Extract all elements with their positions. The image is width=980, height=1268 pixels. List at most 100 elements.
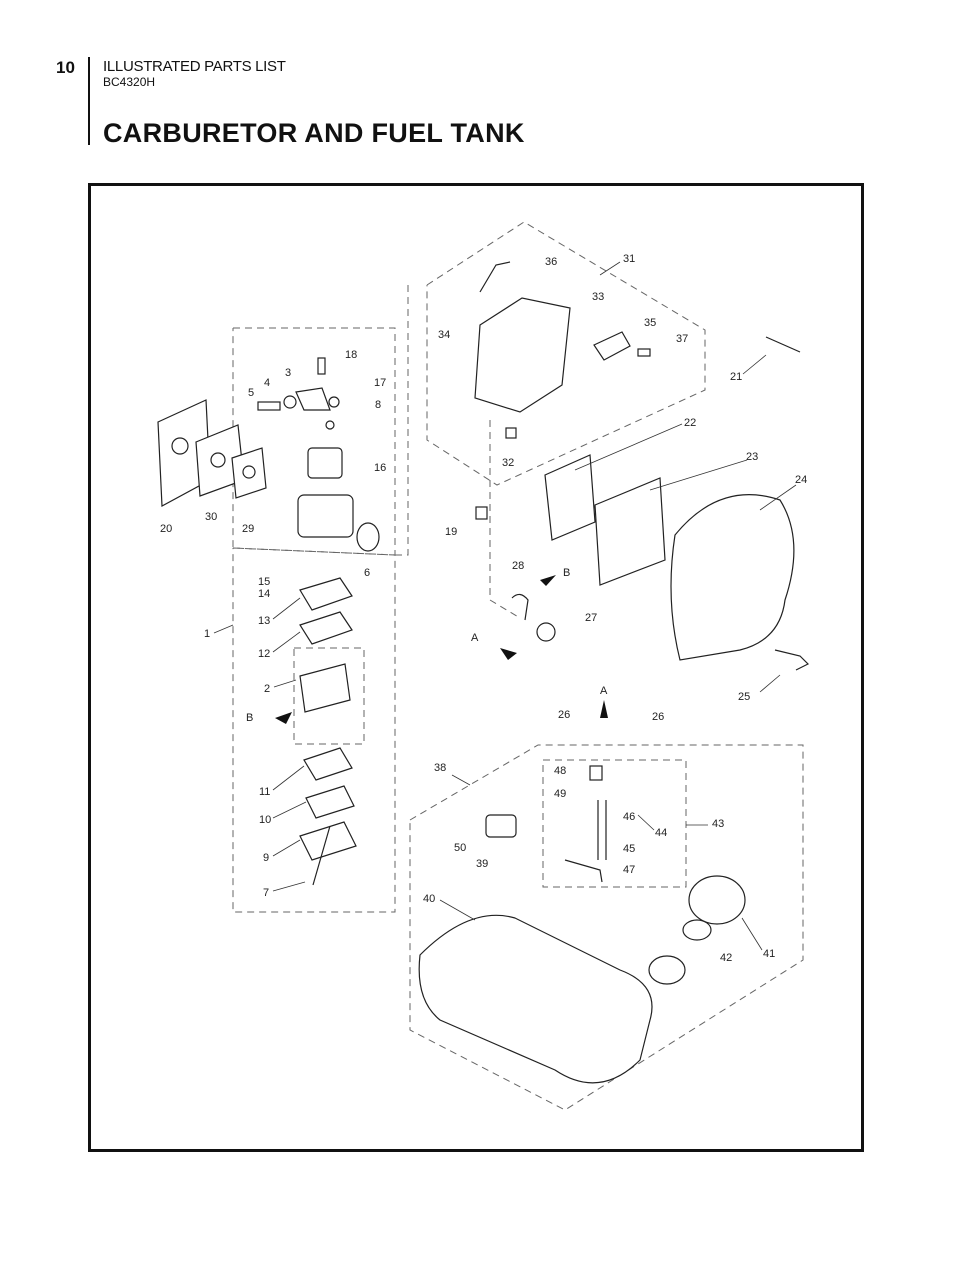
- callout-24: 24: [795, 474, 807, 486]
- collar-17: [328, 396, 340, 408]
- insulator-block-hole: [210, 452, 226, 468]
- diagram-frame: [88, 183, 864, 1152]
- air-cleaner-case-33: [474, 297, 571, 413]
- hose-28: [511, 593, 529, 621]
- callout-2: 2: [264, 683, 270, 695]
- callout-b: B: [563, 567, 570, 579]
- callout-50: 50: [454, 842, 466, 854]
- section-title: CARBURETOR AND FUEL TANK: [103, 118, 525, 148]
- callout-46: 46: [623, 811, 635, 823]
- callout-48: 48: [554, 765, 566, 777]
- bolt-21: [765, 336, 801, 353]
- leader-24: [759, 484, 797, 511]
- screw-37: [637, 348, 651, 357]
- carburetor-gasket-hole: [242, 465, 256, 479]
- lever-36: [479, 261, 511, 293]
- callout-16: 16: [374, 462, 386, 474]
- callout-4: 4: [264, 377, 270, 389]
- callout-33: 33: [592, 291, 604, 303]
- callout-5: 5: [248, 387, 254, 399]
- callout-45: 45: [623, 843, 635, 855]
- primer-27: [536, 622, 556, 642]
- bracket-35: [593, 331, 631, 361]
- leader-25: [759, 674, 781, 693]
- pump-cover-9: [299, 821, 357, 861]
- air-cleaner-cover-24: [670, 494, 795, 661]
- throttle-assembly: [307, 447, 343, 479]
- screw-18: [317, 357, 326, 375]
- callout-32: 32: [502, 457, 514, 469]
- leader-12: [272, 631, 301, 653]
- callout-41: 41: [763, 948, 775, 960]
- callout-25: 25: [738, 691, 750, 703]
- fuel-cap-41: [688, 875, 746, 925]
- callout-12: 12: [258, 648, 270, 660]
- lever-3: [295, 387, 331, 411]
- arrow-b-upper: [540, 575, 556, 586]
- leader-7: [272, 881, 306, 892]
- callout-42: 42: [720, 952, 732, 964]
- callout-27: 27: [585, 612, 597, 624]
- leader-44: [637, 814, 655, 831]
- carburetor-body-box: [293, 647, 365, 745]
- callout-38: 38: [434, 762, 446, 774]
- callout-10: 10: [259, 814, 271, 826]
- callout-47: 47: [623, 864, 635, 876]
- arrow-a-lower: [500, 648, 517, 660]
- callout-17: 17: [374, 377, 386, 389]
- callout-30: 30: [205, 511, 217, 523]
- leader-21: [742, 354, 767, 375]
- callout-26: 26: [558, 709, 570, 721]
- page-number: 10: [56, 58, 75, 77]
- knob-25: [774, 649, 810, 671]
- callout-13: 13: [258, 615, 270, 627]
- insulator-hole: [171, 437, 189, 455]
- callout-11: 11: [259, 786, 270, 798]
- spring-4: [283, 395, 297, 409]
- diaphragm-12: [299, 611, 353, 645]
- callout-15: 15: [258, 576, 270, 588]
- callout-19: 19: [445, 526, 457, 538]
- washer-8: [325, 420, 335, 430]
- callout-26-b: 26: [652, 711, 664, 723]
- fuel-pipe-group-outline: [542, 759, 687, 888]
- leader-41: [741, 917, 763, 951]
- callout-20: 20: [160, 523, 172, 535]
- diaphragm-10: [305, 785, 355, 819]
- model-number: BC4320H: [103, 75, 156, 89]
- leader-2: [273, 679, 297, 688]
- callout-21: 21: [730, 371, 742, 383]
- leader-22: [574, 423, 683, 471]
- callout-49: 49: [554, 788, 566, 800]
- screw-5: [257, 401, 281, 411]
- leader-38: [451, 774, 471, 786]
- callout-36: 36: [545, 256, 557, 268]
- callout-1: 1: [204, 628, 210, 640]
- callout-37: 37: [676, 333, 688, 345]
- leader-10: [272, 801, 307, 819]
- callout-14: 14: [258, 588, 270, 600]
- filter-frame-22: [544, 454, 596, 541]
- carburetor-lower-group-outline: [232, 547, 396, 913]
- callout-a: A: [600, 685, 608, 697]
- callout-b-b: B: [246, 712, 253, 724]
- leader-11: [272, 765, 305, 791]
- air-cleaner-group-outline: [426, 221, 706, 486]
- leader-23: [649, 459, 748, 491]
- screw-19: [475, 506, 488, 520]
- callout-18: 18: [345, 349, 357, 361]
- callout-labels: 1234567891011121314151617181920212223242…: [160, 253, 807, 964]
- callout-7: 7: [263, 887, 269, 899]
- leader-9: [272, 839, 301, 857]
- callout-3: 3: [285, 367, 291, 379]
- diaphragm-cover-13: [299, 577, 353, 611]
- callout-31: 31: [623, 253, 635, 265]
- document-title: ILLUSTRATED PARTS LIST: [103, 58, 286, 75]
- callout-34: 34: [438, 329, 450, 341]
- leader-1: [213, 624, 234, 634]
- callout-a-b: A: [471, 632, 479, 644]
- carburetor-body: [297, 494, 354, 538]
- callout-40: 40: [423, 893, 435, 905]
- callout-8: 8: [375, 399, 381, 411]
- fuel-tank-group-outline: [409, 744, 804, 1111]
